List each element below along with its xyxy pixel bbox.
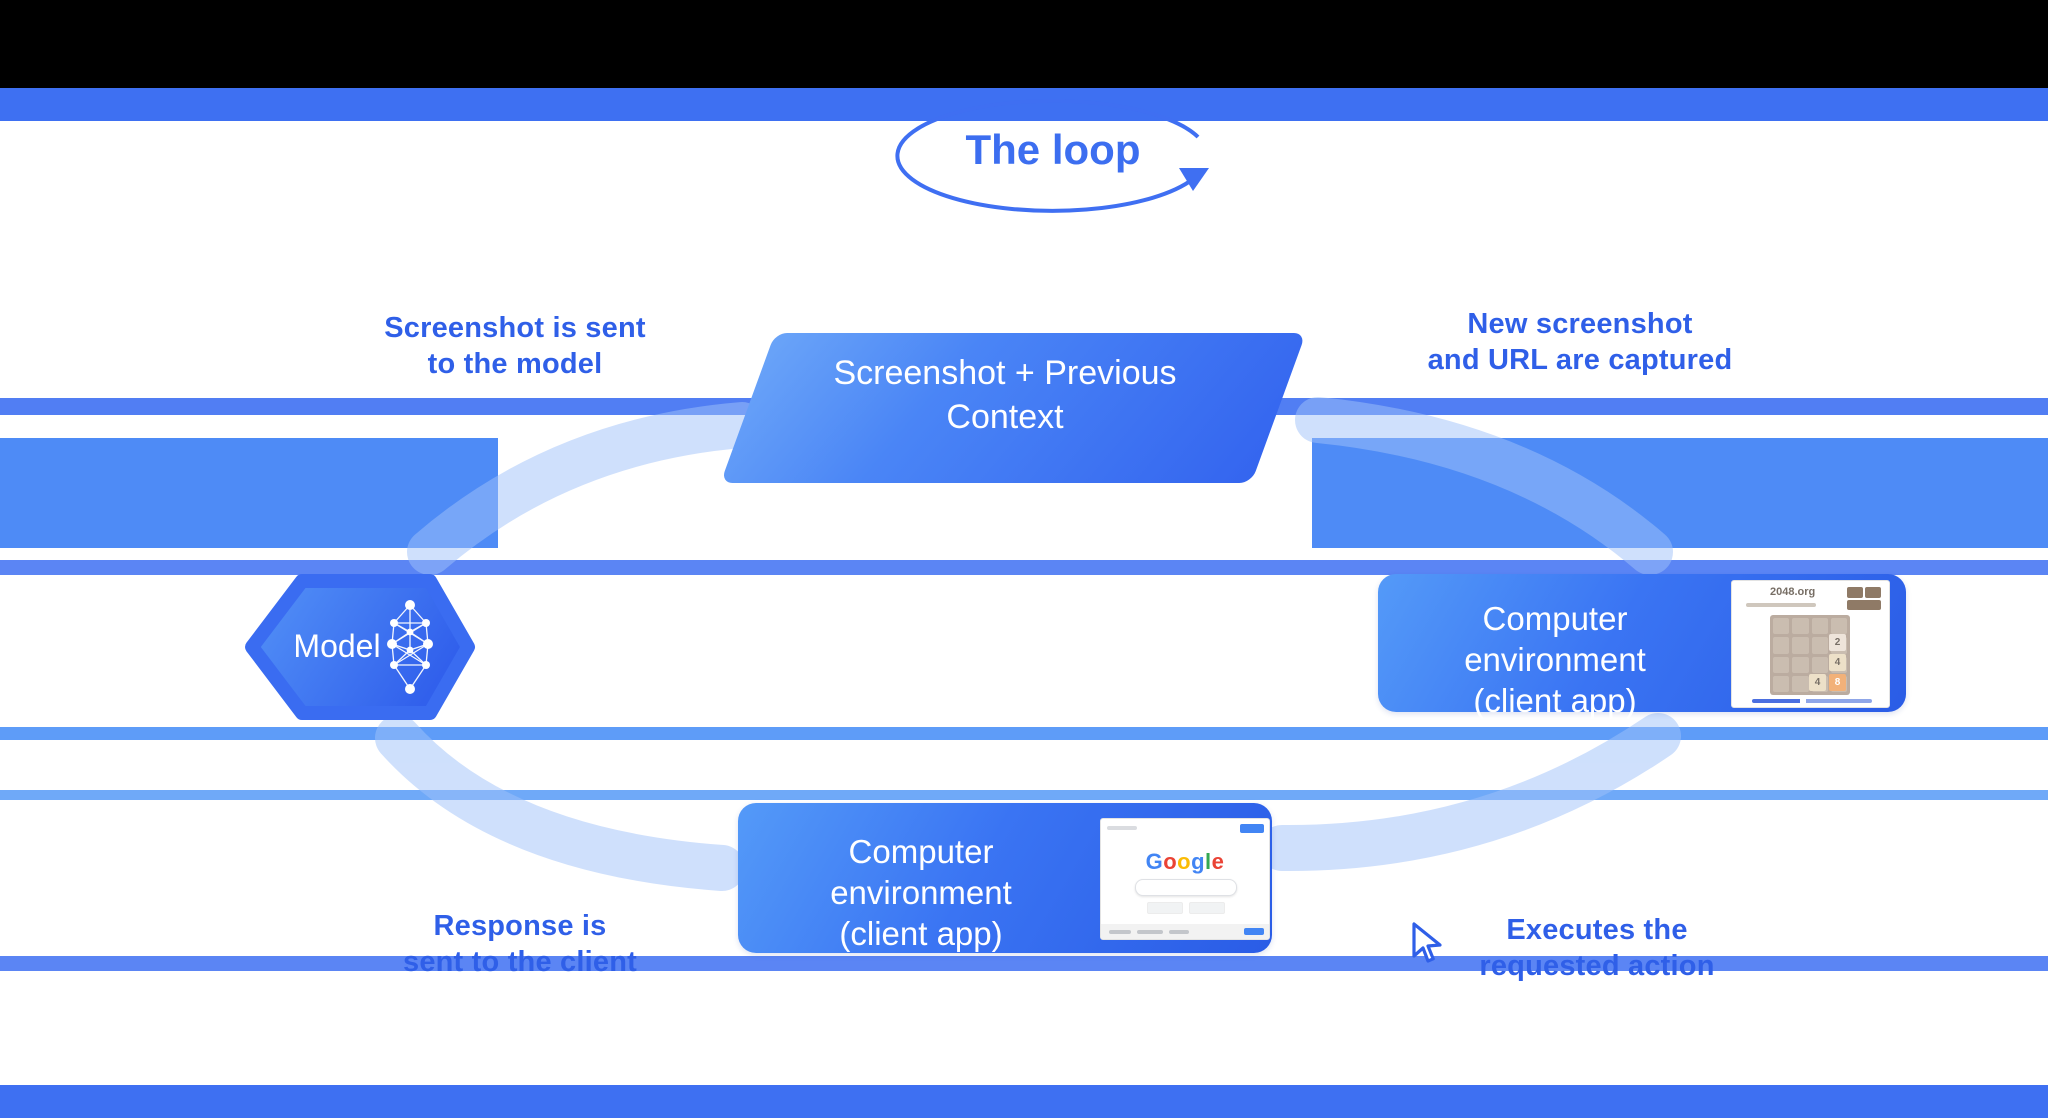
screenshot-google-home: Google <box>1100 818 1270 940</box>
step-label-line: to the model <box>427 348 603 380</box>
arc-context-to-model <box>407 402 765 575</box>
google-logo: Google <box>1145 849 1225 874</box>
game-tile: 2 <box>1829 634 1846 651</box>
game-subtitle <box>1746 603 1816 607</box>
game-tile: 8 <box>1829 674 1846 691</box>
step-label-line: Screenshot is sent <box>384 312 646 344</box>
step-label-new-screenshot: New screenshot and URL are captured <box>1425 306 1735 378</box>
arc-env-to-context <box>1295 397 1673 575</box>
step-label-line: Executes the <box>1506 914 1688 946</box>
game-header: 2048.org <box>1738 586 1883 600</box>
footer-link <box>1169 930 1189 934</box>
new-game-button <box>1847 600 1881 610</box>
neural-network-icon <box>387 600 433 694</box>
model-label: Model <box>293 628 381 664</box>
context-label: Screenshot + Previous Context <box>705 351 1305 439</box>
lucky-button <box>1189 902 1225 914</box>
search-button <box>1147 902 1183 914</box>
env-label-line: (client app) <box>1473 682 1637 719</box>
context-label-line: Screenshot + Previous <box>833 354 1177 392</box>
sign-in-button <box>1240 824 1264 833</box>
model-node <box>245 574 475 720</box>
env-label-line: Computer environment <box>830 833 1012 911</box>
game-footer-links <box>1752 699 1872 703</box>
page-footer <box>1101 924 1269 939</box>
env-right-label: Computer environment (client app) <box>1390 598 1720 721</box>
step-label-line: and URL are captured <box>1427 344 1733 376</box>
step-label-line: Response is <box>433 910 607 942</box>
step-label-line: sent to the client <box>402 946 637 978</box>
footer-link <box>1137 930 1163 934</box>
step-label-line: requested action <box>1479 950 1715 982</box>
step-label-response-to-client: Response is sent to the client <box>360 908 680 980</box>
cursor-click-icon <box>1412 922 1442 963</box>
env-label-line: (client app) <box>839 915 1003 952</box>
step-label-execute-action: Executes the requested action <box>1452 912 1742 984</box>
score-box <box>1847 587 1863 598</box>
step-label-screenshot-to-model: Screenshot is sent to the model <box>365 310 665 382</box>
game-tile: 4 <box>1809 674 1826 691</box>
footer-button <box>1244 928 1264 935</box>
context-label-line: Context <box>946 398 1064 436</box>
step-label-line: New screenshot <box>1467 308 1693 340</box>
env-label-line: Computer environment <box>1464 600 1646 678</box>
env-bottom-label: Computer environment (client app) <box>756 831 1086 954</box>
search-box <box>1135 879 1237 896</box>
browser-topbar <box>1107 826 1137 830</box>
best-box <box>1865 587 1881 598</box>
loop-arrow-icon <box>895 98 1209 213</box>
game-site-title: 2048.org <box>1770 586 1816 598</box>
diagram-title: The loop <box>965 126 1141 173</box>
arc-env-to-env <box>1259 713 1681 872</box>
game-tile: 4 <box>1829 654 1846 671</box>
arc-model-to-env <box>375 715 745 891</box>
screenshot-2048-game: 2048.org 2 4 4 8 <box>1731 580 1890 708</box>
footer-link <box>1109 930 1131 934</box>
